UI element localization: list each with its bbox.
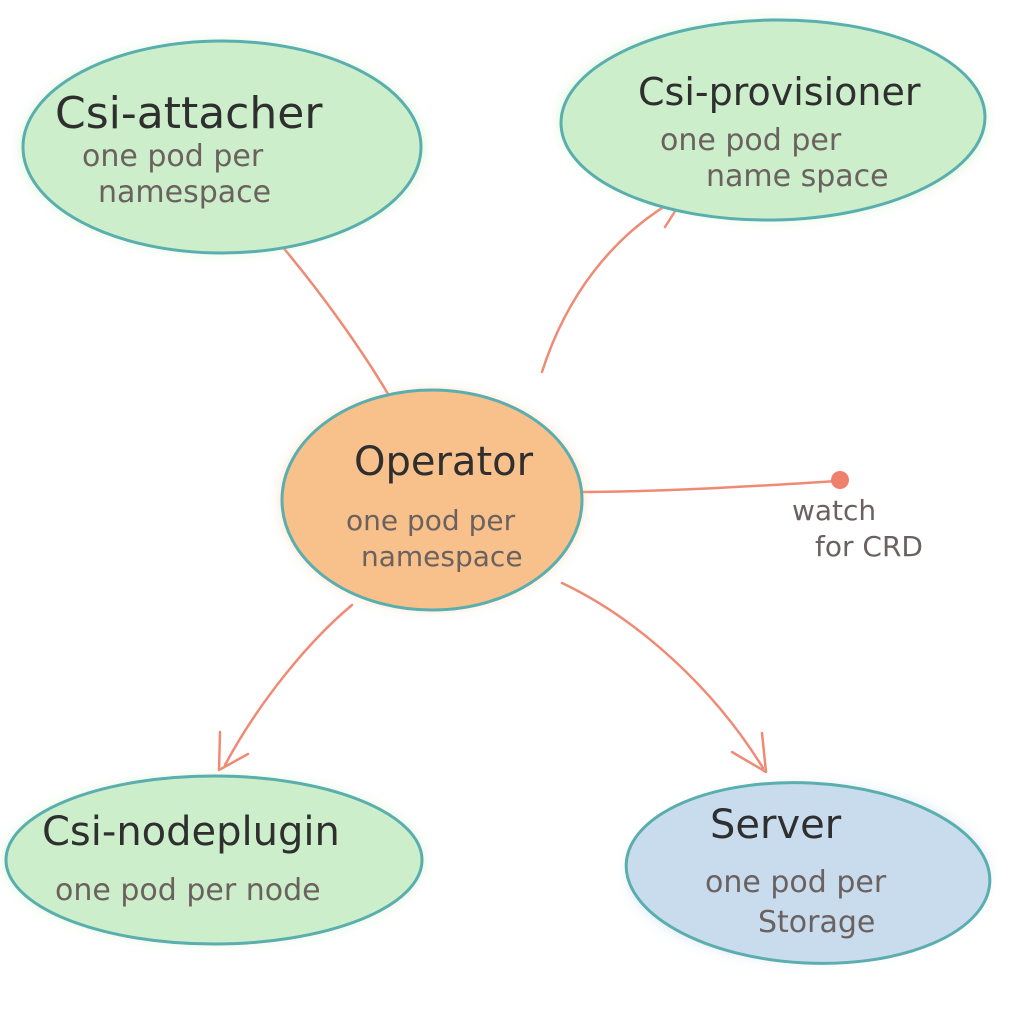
node-csi-provisioner-desc-1: one pod per <box>660 123 842 158</box>
node-csi-nodeplugin: Csi-nodeplugin one pod per node <box>4 774 424 946</box>
node-csi-attacher-desc-1: one pod per <box>82 139 264 174</box>
arrow-to-provisioner <box>540 194 684 374</box>
line-to-watch <box>573 479 840 494</box>
node-csi-attacher-shape <box>21 39 423 255</box>
node-csi-provisioner: Csi-provisioner one pod per name space <box>559 18 987 222</box>
node-server-desc-1: one pod per <box>705 865 887 900</box>
arrow-to-server-head <box>730 731 768 774</box>
arrow-to-attacher <box>268 230 402 417</box>
node-csi-attacher: Csi-attacher one pod per namespace <box>21 39 423 255</box>
node-csi-provisioner-desc-2: name space <box>706 159 889 194</box>
arrow-to-nodeplugin-head <box>217 730 250 772</box>
node-server-title: Server <box>710 802 842 848</box>
node-server-shape <box>624 781 992 965</box>
node-server-desc-2: Storage <box>758 905 875 940</box>
watch-label-1: watch <box>792 494 876 527</box>
watch-label-2: for CRD <box>815 530 923 563</box>
node-operator: Operator one pod per namespace <box>280 388 584 612</box>
node-csi-provisioner-title: Csi-provisioner <box>638 70 921 114</box>
arrow-to-nodeplugin <box>223 603 354 767</box>
node-csi-provisioner-shape <box>559 18 987 222</box>
node-operator-desc-2: namespace <box>361 540 523 573</box>
node-csi-attacher-title: Csi-attacher <box>55 88 323 139</box>
node-csi-attacher-desc-2: namespace <box>98 175 271 210</box>
node-csi-nodeplugin-title: Csi-nodeplugin <box>42 809 340 855</box>
node-csi-nodeplugin-shape <box>4 774 424 946</box>
arrow-to-server <box>560 581 765 770</box>
node-operator-title: Operator <box>354 439 534 485</box>
node-operator-shape <box>280 388 584 612</box>
watch-point-dot <box>831 471 849 489</box>
node-csi-nodeplugin-desc-1: one pod per node <box>55 873 321 908</box>
node-operator-desc-1: one pod per <box>346 504 516 537</box>
node-server: Server one pod per Storage <box>624 781 992 965</box>
